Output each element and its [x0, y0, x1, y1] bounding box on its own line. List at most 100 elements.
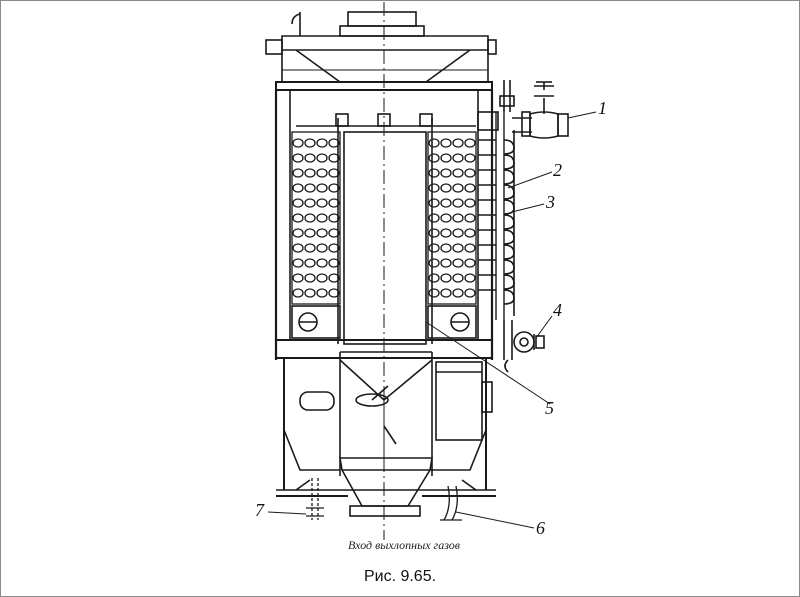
header-stub	[478, 184, 515, 200]
coil-tube	[292, 213, 304, 223]
coil-tube	[428, 273, 440, 283]
coil-tube	[428, 138, 440, 148]
coil-tube	[440, 198, 452, 208]
coil-tube	[316, 183, 328, 193]
header-stub	[478, 274, 515, 290]
coil-tube	[440, 273, 452, 283]
coil-tube	[464, 243, 476, 253]
leader-lines	[267, 111, 597, 529]
callout-1: 1	[598, 98, 607, 118]
coil-tube	[292, 273, 304, 283]
coil-tube	[316, 153, 328, 163]
coil-tube	[464, 138, 476, 148]
header-stub	[478, 199, 515, 215]
coil-tube	[452, 183, 464, 193]
coil-tube	[292, 183, 304, 193]
coil-tube	[464, 273, 476, 283]
coil-tube	[316, 288, 328, 298]
coil-tube	[304, 213, 316, 223]
coil-tube	[292, 288, 304, 298]
coil-tube	[428, 183, 440, 193]
coil-tube	[440, 138, 452, 148]
header-stub	[478, 229, 515, 245]
coil-tube	[304, 153, 316, 163]
coil-tube	[328, 153, 340, 163]
coil-tube	[316, 273, 328, 283]
coil-tube	[292, 168, 304, 178]
coil-tube	[428, 258, 440, 268]
coil-tube	[292, 228, 304, 238]
coil-tube	[440, 183, 452, 193]
header-stub	[478, 154, 515, 170]
coil-tube	[316, 168, 328, 178]
callout-6: 6	[536, 518, 545, 538]
coil-tube	[452, 168, 464, 178]
coil-tube	[452, 273, 464, 283]
coil-tube	[464, 183, 476, 193]
coil-tube	[292, 198, 304, 208]
coil-tube	[428, 228, 440, 238]
coil-tube	[452, 153, 464, 163]
coil-tube	[428, 213, 440, 223]
coil-tube	[452, 258, 464, 268]
callout-4: 4	[553, 300, 562, 320]
coil-tube	[452, 213, 464, 223]
top-valve	[499, 80, 569, 139]
coil-tube	[328, 138, 340, 148]
side-collector	[477, 111, 515, 320]
top-nozzle	[291, 11, 425, 37]
top-dome	[265, 35, 497, 83]
coil-tube	[316, 213, 328, 223]
coil-tube	[304, 273, 316, 283]
coil-tube	[292, 243, 304, 253]
coil-tube	[452, 228, 464, 238]
coil-tube	[428, 198, 440, 208]
coil-tube	[428, 243, 440, 253]
coil-tube	[292, 258, 304, 268]
coil-tube	[428, 288, 440, 298]
coil-tube	[428, 168, 440, 178]
right-coil-bank	[427, 131, 477, 305]
left-coil-bank	[291, 131, 341, 305]
coil-tube	[304, 198, 316, 208]
coil-tube	[304, 138, 316, 148]
coil-tube	[464, 168, 476, 178]
coil-tube	[440, 258, 452, 268]
coil-tube	[464, 288, 476, 298]
coil-tube	[328, 228, 340, 238]
coil-tube	[292, 153, 304, 163]
coil-tube	[328, 243, 340, 253]
coil-tube	[440, 288, 452, 298]
header-stub	[478, 244, 515, 260]
coil-tube	[452, 138, 464, 148]
coil-tube	[328, 183, 340, 193]
figure-caption: Рис. 9.65.	[363, 568, 437, 585]
coil-tube	[464, 153, 476, 163]
drain-right	[440, 485, 462, 521]
coil-tube	[328, 273, 340, 283]
coil-tube	[316, 198, 328, 208]
coil-tube	[316, 258, 328, 268]
callout-5: 5	[545, 398, 554, 418]
header-stub	[478, 214, 515, 230]
coil-tube	[316, 243, 328, 253]
coil-tube	[452, 198, 464, 208]
callout-2: 2	[553, 160, 562, 180]
coil-tube	[328, 288, 340, 298]
drain-left	[306, 478, 324, 520]
coil-tube	[328, 213, 340, 223]
callout-3: 3	[546, 192, 555, 212]
coil-tube	[440, 243, 452, 253]
inlet-label: Вход выхлопных газов	[348, 538, 460, 552]
coil-tube	[304, 228, 316, 238]
coil-tube	[452, 288, 464, 298]
coil-tube	[464, 213, 476, 223]
coil-tube	[452, 243, 464, 253]
bottom-valve	[503, 320, 545, 373]
coil-tube	[304, 168, 316, 178]
inlet-cone	[276, 457, 496, 517]
coil-tube	[328, 198, 340, 208]
coil-tube	[304, 243, 316, 253]
coil-tube	[464, 198, 476, 208]
